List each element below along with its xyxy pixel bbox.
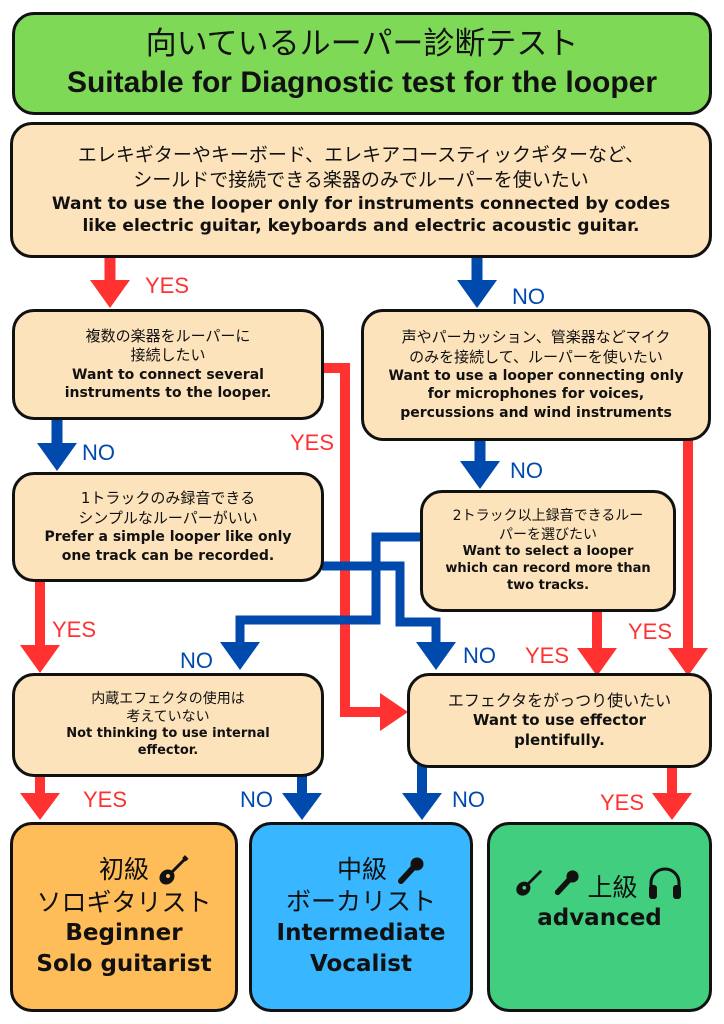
title-jp: 向いているルーパー診断テスト [145,26,579,63]
q3-jp-line1: 声やパーカッション、管楽器などマイク [401,328,671,347]
q4-en-line1: Prefer a simple looper like only [44,529,292,546]
q6-en-line1: Not thinking to use internal [66,726,270,742]
label-q4-no: NO [463,643,496,668]
beginner-jp-level: 初級 [99,854,150,884]
q6-jp-line1: 内蔵エフェクタの使用は [91,690,245,707]
title-box: 向いているルーパー診断テスト Suitable for Diagnostic t… [12,12,712,115]
q3-en-line1: Want to use a looper connecting only [388,368,684,385]
q4-en-line2: one track can be recorded. [61,547,275,564]
q1-jp-line2: シールドで接続できる楽器のみでルーパーを使いたい [133,168,589,191]
advanced-level-row: 上級 [514,863,686,903]
headphones-icon [649,867,682,899]
question-q4: 1トラックのみ録音できる シンプルなルーパーがいい Prefer a simpl… [12,472,324,582]
q1-en-line1: Want to use the looper only for instrume… [51,193,671,214]
arrow-q5-yes [577,610,617,676]
microphone-icon [554,870,579,896]
arrow-q4-yes [20,580,60,673]
guitar-icon [515,869,542,896]
question-q3: 声やパーカッション、管楽器などマイク のみを接続して、ルーパーを使いたい Wan… [361,309,711,441]
arrow-q1-yes [90,257,130,308]
arrow-q4-no [322,561,456,670]
q4-jp-line1: 1トラックのみ録音できる [80,489,256,508]
q3-jp-line2: のみを接続して、ルーパーを使いたい [409,347,663,366]
advanced-jp-level: 上級 [587,872,638,902]
q5-en-line2: which can record more than [445,560,651,576]
intermediate-en-level: Intermediate [276,919,446,946]
q2-en-line1: Want to connect several [72,366,264,383]
label-q2-yes: YES [290,430,335,455]
advanced-en-level: advanced [537,905,662,931]
label-q1-no: NO [512,284,545,309]
arrow-q7-no [402,765,442,820]
arrow-q6-yes [20,775,60,820]
q2-jp-line1: 複数の楽器をルーパーに [85,326,251,345]
q6-jp-line2: 考えていない [126,709,210,726]
question-q5: 2トラック以上録音できるルー パーを選びたい Want to select a … [420,490,676,612]
q2-en-line2: instruments to the looper. [64,385,272,401]
microphone-icon [397,857,424,885]
q7-en-line2: plentifully. [514,730,605,749]
label-q3-yes: YES [628,619,673,644]
label-q6-no: NO [240,787,273,812]
beginner-en-role: Solo guitarist [36,951,212,978]
label-q3-no: NO [510,458,543,483]
label-q7-yes: YES [600,790,645,815]
arrow-q3-no [460,440,500,489]
q3-en-line3: percussions and wind instruments [400,404,672,421]
intermediate-jp-role: ボーカリスト [285,887,436,917]
question-q7: エフェクタをがっつり使いたい Want to use effector plen… [407,673,712,768]
label-q5-no-left: NO [180,648,213,673]
arrow-q5-no [220,532,420,670]
arrow-q2-yes [322,363,408,731]
question-q1: エレキギターやキーボード、エレキアコースティックギターなど、 シールドで接続でき… [10,122,712,258]
beginner-level-row: 初級 [59,854,189,887]
arrow-q1-no [457,257,497,308]
guitar-icon [159,854,189,885]
arrow-q2-no [37,420,77,471]
intermediate-level-row: 中級 [297,854,425,886]
q5-jp-line1: 2トラック以上録音できるルー [452,508,644,525]
q1-en-line2: like electric guitar, keyboards and elec… [82,215,640,236]
q3-en-line2: for microphones for voices, [427,386,645,403]
q2-jp-line2: 接続したい [130,346,206,365]
q4-jp-line2: シンプルなルーパーがいい [78,508,258,527]
q7-jp-line1: エフェクタをがっつり使いたい [447,690,672,710]
result-advanced: 上級 advanced [487,822,712,1012]
arrow-q3-yes [668,440,708,676]
label-q4-yes: YES [52,617,97,642]
question-q2: 複数の楽器をルーパーに 接続したい Want to connect severa… [12,309,324,420]
arrow-q7-yes [652,765,692,820]
title-en: Suitable for Diagnostic test for the loo… [66,66,658,100]
q1-jp-line1: エレキギターやキーボード、エレキアコースティックギターなど、 [77,144,645,167]
q5-en-line3: two tracks. [506,577,590,593]
q7-en-line1: Want to use effector [472,711,647,730]
label-q2-no: NO [82,440,115,465]
label-q6-yes: YES [83,787,128,812]
label-q1-yes: YES [145,273,190,298]
beginner-jp-role: ソロギタリスト [36,887,212,917]
q6-en-line2: effector. [137,743,199,759]
label-q7-no: NO [452,787,485,812]
arrow-q6-no [282,775,322,820]
question-q6: 内蔵エフェクタの使用は 考えていない Not thinking to use i… [12,673,324,777]
q5-jp-line2: パーを選びたい [499,526,597,543]
label-q5-yes: YES [525,643,570,668]
result-intermediate: 中級 ボーカリスト Intermediate Vocalist [249,822,473,1012]
intermediate-en-role: Vocalist [310,950,412,977]
result-beginner: 初級 ソロギタリスト Beginner Solo guitarist [10,822,238,1012]
q5-en-line1: Want to select a looper [462,543,634,559]
beginner-en-level: Beginner [65,920,183,947]
intermediate-jp-level: 中級 [337,855,388,885]
